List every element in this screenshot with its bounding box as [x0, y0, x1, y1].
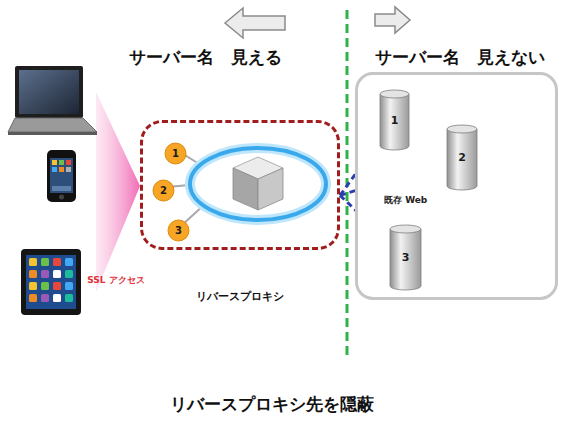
region-label: 既存 Web	[382, 194, 429, 207]
callout-number: 1	[164, 149, 187, 159]
callout-number: 3	[390, 252, 421, 263]
server-region: 1 2 3 既存 Web	[355, 72, 558, 300]
cylinder-top	[380, 90, 409, 98]
callout-circle-fill	[168, 220, 189, 241]
proxy-box: 123リバースプロキシ	[140, 120, 340, 250]
callout-circle: 2	[152, 179, 175, 202]
tablet-icon	[21, 249, 81, 315]
callout-circle: 1	[164, 142, 187, 165]
phone-icon	[47, 150, 76, 202]
visibility-label: サーバー名 見える	[129, 46, 282, 69]
proxy-illustration	[168, 148, 326, 225]
right-arrow	[375, 7, 410, 33]
left-arrow	[225, 8, 285, 38]
callout-number: 2	[447, 152, 477, 163]
proxy-heading: リバースプロキシ	[143, 289, 337, 304]
server-cylinder: 2	[447, 125, 477, 190]
callout-number: 2	[152, 186, 175, 196]
cylinder-body	[390, 229, 421, 290]
laptop-icon	[8, 66, 97, 135]
cylinder-top	[447, 125, 477, 133]
caption: リバースプロキシ先を隠蔽	[170, 393, 374, 416]
ssl-label: SSL アクセス	[87, 274, 144, 287]
cylinder-body	[447, 129, 477, 190]
cylinder-top	[390, 225, 421, 233]
server-cylinder: 3	[390, 225, 421, 290]
callout-number: 3	[167, 226, 190, 236]
server-cylinder: 1	[380, 90, 409, 150]
callout-circle-fill	[153, 180, 174, 201]
access-fan	[96, 92, 140, 292]
callout-circle-fill	[165, 143, 186, 164]
callout-circle: 3	[167, 219, 190, 242]
visibility-label: サーバー名 見えない	[375, 46, 545, 69]
callout-number: 1	[380, 115, 409, 126]
cylinder-body	[380, 94, 409, 150]
